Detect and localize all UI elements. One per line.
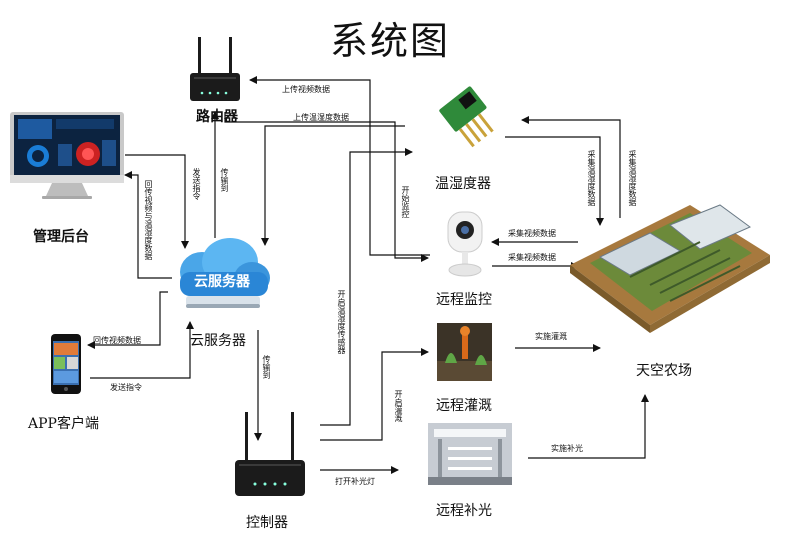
edge-label-return-video-temp: 回传视频与温湿度数据 (144, 180, 153, 260)
edge-controller-sensor (320, 148, 413, 426)
edge-label-return-video: 回传视频数据 (93, 336, 141, 345)
edge-label-open-sensor: 开启温湿度传感器 (337, 290, 346, 354)
phone-icon (50, 333, 82, 395)
edge-label-transmit-controller: 传输到 (262, 355, 271, 379)
lighting-photo (428, 423, 512, 485)
edge-cloud-app-return (87, 291, 168, 349)
farm-label: 天空农场 (636, 363, 692, 379)
admin-label: 管理后台 (33, 229, 89, 245)
temp-humidity-sensor-icon (425, 75, 505, 155)
edge-controller-irrigation (320, 348, 429, 441)
cloud-logo-text: 云服务器 (194, 274, 250, 290)
edge-label-do-light: 实施补光 (551, 444, 583, 453)
admin-monitor-icon (8, 110, 126, 202)
irrigation-photo (437, 323, 492, 381)
edge-upload-temp (261, 125, 405, 246)
edge-label-collect-video-2: 采集视频数据 (508, 253, 556, 262)
edge-lighting-farm (528, 394, 649, 459)
camera-icon (440, 208, 490, 280)
edge-app-cloud-cmd (90, 321, 194, 379)
greenhouse-farm-image (570, 195, 770, 335)
edge-label-open-irrigation: 开启灌溉 (394, 390, 403, 422)
router-device-icon (180, 35, 250, 105)
edge-label-admin-send-cmd: 发送指令 (192, 168, 201, 200)
controller-device-icon (225, 410, 315, 500)
controller-label: 控制器 (246, 515, 288, 531)
router-label: 路由器 (196, 109, 238, 125)
edge-label-transmit-router: 传输到 (220, 168, 229, 192)
edge-router-camera (224, 112, 429, 262)
edge-admin-send-cmd (125, 154, 189, 249)
sensor-label: 温湿度器 (435, 176, 491, 192)
lighting-label: 远程补光 (436, 503, 492, 519)
edge-label-upload-temp: 上传温湿度数据 (293, 113, 349, 122)
cloud-label: 云服务器 (190, 333, 246, 349)
edge-label-do-irrigation: 实施灌溉 (535, 332, 567, 341)
edge-label-collect-temp-1: 采集温湿度数据 (587, 150, 596, 206)
irrigation-label: 远程灌溉 (436, 398, 492, 414)
edge-farm-sensor-b (505, 136, 604, 226)
edge-upload-video (249, 76, 430, 256)
edge-label-collect-video-1: 采集视频数据 (508, 229, 556, 238)
edge-label-start-monitor: 开始监控 (401, 186, 410, 218)
diagram-title: 系统图 (330, 19, 451, 63)
edge-label-collect-temp-2: 采集温湿度数据 (628, 150, 637, 206)
edge-farm-sensor-a (521, 116, 621, 218)
camera-label: 远程监控 (436, 292, 492, 308)
edge-label-upload-video: 上传视频数据 (282, 85, 330, 94)
edge-label-open-light: 打开补光灯 (335, 477, 375, 486)
edge-cloud-admin-return (124, 171, 172, 279)
app-label: APP客户端 (28, 416, 99, 432)
cloud-server-icon (172, 238, 272, 316)
edge-label-app-send-cmd: 发送指令 (110, 383, 142, 392)
